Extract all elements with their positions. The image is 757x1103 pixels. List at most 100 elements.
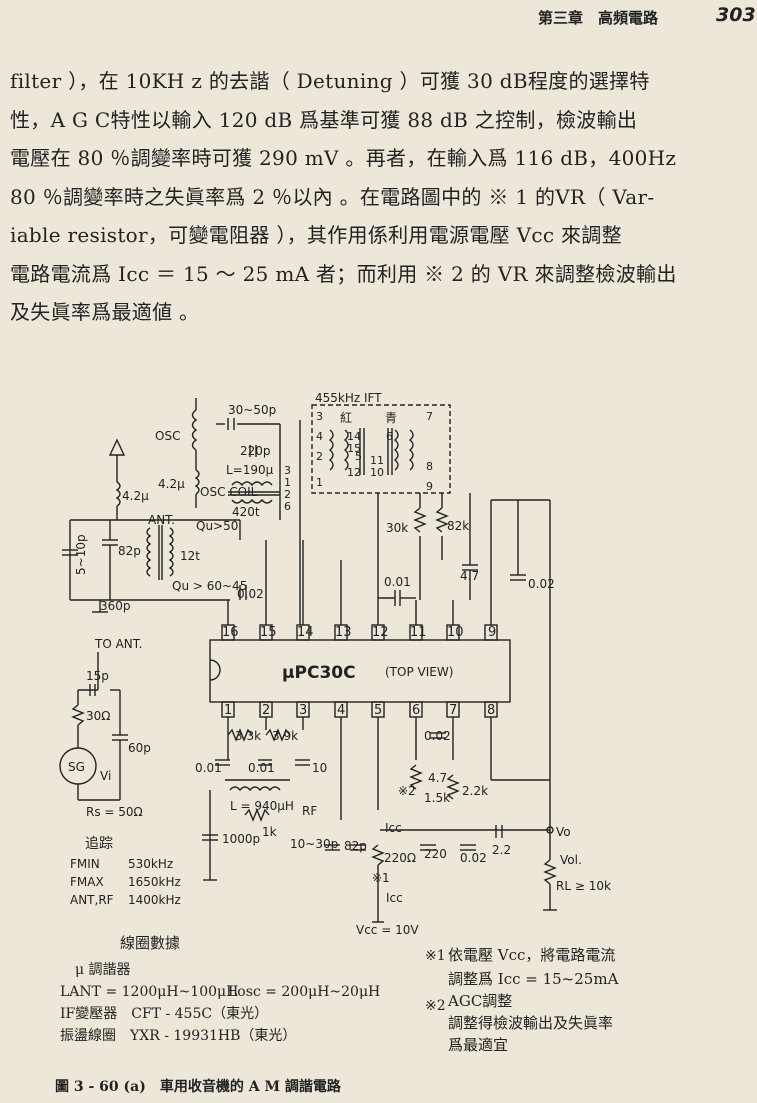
sg-label: SG xyxy=(68,760,85,774)
resistor-33k-label: 3.3k xyxy=(235,729,261,743)
tracking-value: 1400kHz xyxy=(128,893,181,907)
ic-bottom-pin-label: 8 xyxy=(487,703,495,718)
ant-coil-primary xyxy=(146,527,152,577)
rf-label: RF xyxy=(302,804,317,818)
cap-82p-b-label: 82p xyxy=(344,839,367,853)
note1-line2: 調整爲 Icc = 15~25mA xyxy=(448,970,619,988)
paragraph-line: 及失眞率爲最適値 。 xyxy=(10,300,200,324)
paragraph-line: 電路電流爲 Icc ＝ 15 ～ 25 mA 者；而利用 ※ 2 的 VR 來調… xyxy=(10,261,677,286)
ic-top-pin-label: 12 xyxy=(372,625,389,640)
cap-001b-label: 0.01 xyxy=(195,761,222,775)
ift-pin-label: 9 xyxy=(426,480,433,493)
ic-top-pin-label: 16 xyxy=(222,625,239,640)
ic-bottom-pin-label: 3 xyxy=(299,703,307,718)
resistor-82k xyxy=(435,507,449,533)
ift-coil-4 xyxy=(408,429,414,471)
volume-pot xyxy=(543,859,557,885)
coil-pin-label: 3 xyxy=(284,464,291,477)
cap-5-10p-label: 5~10p xyxy=(74,534,88,575)
coil-data-title: 線圈數據 xyxy=(120,934,180,952)
tracking-title: 追踪 xyxy=(85,836,113,852)
rl-label: RL ≥ 10k xyxy=(556,879,611,893)
osc-coil xyxy=(191,409,198,451)
paragraph-line: 80 ％調變率時之失眞率爲 2 ％以內 。在電路圖中的 ※ 1 的VR（ Var… xyxy=(10,184,655,209)
tracking-value: 530kHz xyxy=(128,857,173,871)
ic-bottom-pin-label: 7 xyxy=(449,703,457,718)
resistor-82k-label: 82k xyxy=(447,519,469,533)
ift-pin-label: 4 xyxy=(316,430,323,443)
ift-coil-label: 10 xyxy=(370,466,384,479)
coil-data-lant: LANT = 1200μH~100μH xyxy=(60,984,238,1000)
turns-420t-label: 420t xyxy=(232,505,260,519)
resistor-220 xyxy=(371,844,385,866)
osc-coil-label: OSC COIL xyxy=(200,485,258,499)
vcc-label: Vcc = 10V xyxy=(356,923,419,937)
vi-label: Vi xyxy=(100,769,111,783)
ic-view: (TOP VIEW) xyxy=(385,665,453,679)
ic-top-pin-label: 15 xyxy=(260,625,277,640)
ift-color-blue: 青 xyxy=(385,411,397,425)
ift-pin-label: 3 xyxy=(316,410,323,423)
rf-coil xyxy=(229,786,281,792)
note2-line3: 爲最適宜 xyxy=(448,1036,508,1054)
cap-001-label: 0.01 xyxy=(384,575,411,589)
star2-mark: ※2 xyxy=(398,784,416,798)
note1-mark: ※1 xyxy=(425,948,446,964)
body-paragraph: filter ），在 10KH z 的去諧（ Detuning ）可獲 30 d… xyxy=(10,62,750,332)
ant-coil-42u xyxy=(115,481,121,507)
ic-bottom-pin-label: 2 xyxy=(262,703,270,718)
paragraph-line: 性，A G C特性以輸入 120 dB 爲基準可獲 88 dB 之控制，檢波輸出 xyxy=(10,107,638,132)
ant-mu-label: 4.2μ xyxy=(122,489,149,503)
ic-body xyxy=(209,639,511,703)
resistor-30ohm xyxy=(71,704,85,726)
ic-bottom-pin-label: 5 xyxy=(374,703,382,718)
ant-coil-secondary xyxy=(168,527,174,577)
star1-mark: ※1 xyxy=(372,871,390,885)
coil-pin-label: 6 xyxy=(284,500,291,513)
tracking-key: FMAX xyxy=(70,875,104,889)
tracking-key: FMIN xyxy=(70,857,100,871)
ic-bottom-pin-label: 1 xyxy=(224,703,232,718)
ift-color-red: 紅 xyxy=(340,411,352,425)
vol-label: Vol. xyxy=(560,853,582,867)
resistor-39k-label: 3.9k xyxy=(272,729,298,743)
tracking-value: 1650kHz xyxy=(128,875,181,889)
resistor-1k-label: 1k xyxy=(262,825,277,839)
page-number: 303 xyxy=(716,4,756,26)
ic-bottom-pin-label: 6 xyxy=(412,703,420,718)
cap-001c-label: 0.01 xyxy=(248,761,275,775)
coil-data-losc: Losc = 200μH~20μH xyxy=(228,984,380,1000)
ift-coil-label: 12 xyxy=(347,466,361,479)
ift-label: 455kHz IFT xyxy=(315,391,382,405)
chapter-header: 第三章 高頻電路 xyxy=(538,9,659,27)
resistor-30ohm-label: 30Ω xyxy=(86,709,110,723)
antenna-symbol xyxy=(108,438,126,456)
resistor-22k xyxy=(446,774,460,800)
ift-pin-label: 5 xyxy=(355,450,362,463)
cap-1000p-label: 1000p xyxy=(222,832,260,846)
cap-22-label: 2.2 xyxy=(492,843,511,857)
cap-220-label: 220 xyxy=(424,847,447,861)
resistor-1k xyxy=(244,808,270,822)
ift-pin-label: 8 xyxy=(426,460,433,473)
note2-line1: AGC調整 xyxy=(447,992,512,1010)
resistor-15k-label: 1.5k xyxy=(424,791,450,805)
l-190-label: L=190μ xyxy=(226,463,274,477)
cap-10-label: 10 xyxy=(312,761,327,775)
osc-coil-primary xyxy=(231,481,273,487)
turns-12t-label: 12t xyxy=(180,549,200,563)
resistor-30k xyxy=(413,507,427,533)
cap-002d-label: 0.02 xyxy=(460,851,487,865)
note2-mark: ※2 xyxy=(425,998,446,1014)
paragraph-line: 電壓在 80 ％調變率時可獲 290 mV 。再者，在輸入爲 116 dB，40… xyxy=(10,146,677,170)
osc-coil-42u xyxy=(194,469,200,495)
figure-caption: 圖 3 - 60 (a) 車用收音機的 A M 調諧電路 xyxy=(55,1079,341,1095)
osc-mu-label: 4.2μ xyxy=(158,477,185,491)
coil-pin-label: 1 xyxy=(284,476,291,489)
rs-label: Rs = 50Ω xyxy=(86,805,143,819)
paragraph-line: iable resistor，可變電阻器 ），其作用係利用電源電壓 Vcc 來調… xyxy=(10,223,622,247)
ift-coil-3 xyxy=(393,429,399,471)
cap-220p-label: 220p xyxy=(240,444,271,458)
cap-002c-label: 0.02 xyxy=(424,729,451,743)
